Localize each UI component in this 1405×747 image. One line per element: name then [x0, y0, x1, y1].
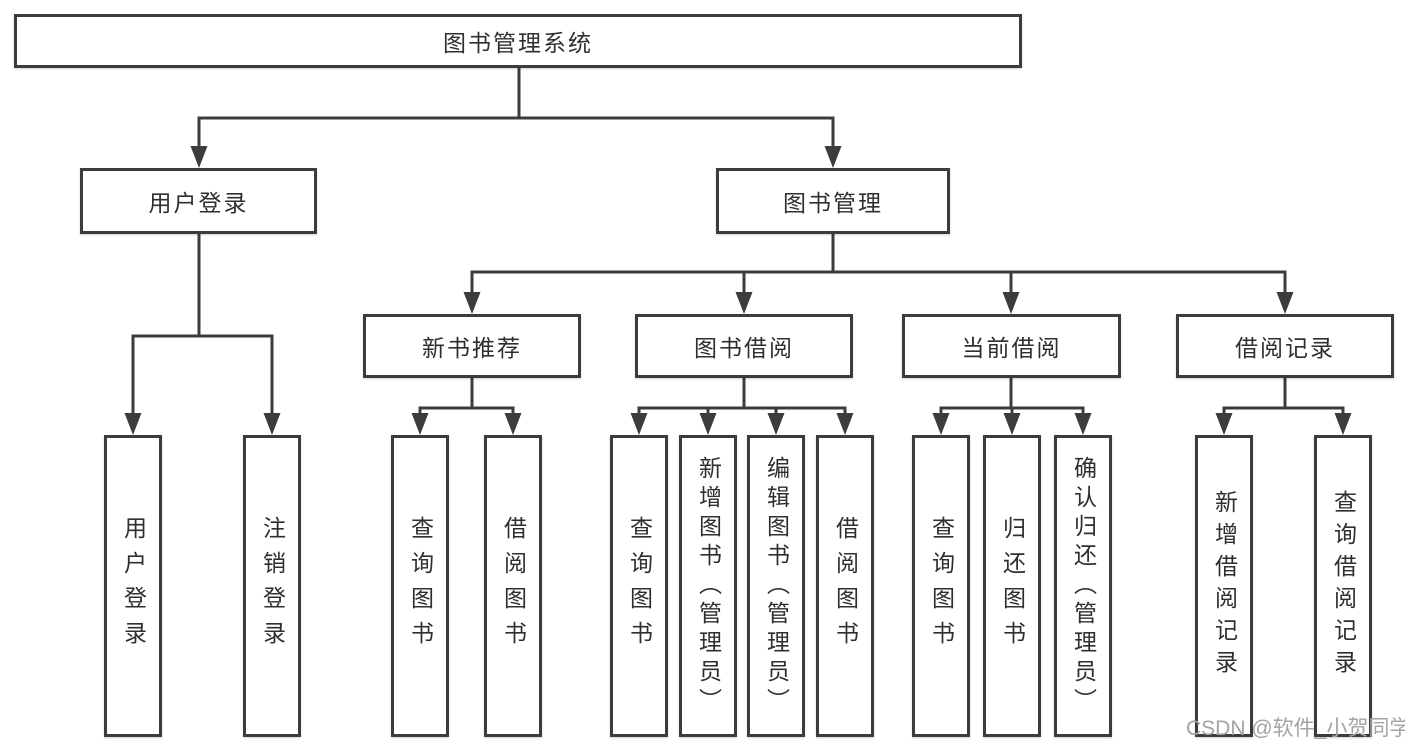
- node-label: 新增借阅记录: [1211, 490, 1238, 682]
- node-label: 注销登录: [259, 516, 286, 656]
- node-leaf-return-books: 归还图书: [983, 435, 1041, 737]
- node-root-library-system: 图书管理系统: [14, 14, 1022, 68]
- node-label: 查询图书: [626, 516, 653, 656]
- node-current-borrow: 当前借阅: [902, 314, 1121, 378]
- node-leaf-borrow-books-2: 借阅图书: [816, 435, 874, 737]
- node-label: 借阅记录: [1235, 335, 1335, 361]
- node-label: 当前借阅: [961, 335, 1062, 361]
- node-leaf-confirm-return-admin: 确认归还（管理员）: [1054, 435, 1112, 737]
- node-label: 用户登录: [120, 516, 147, 656]
- node-leaf-add-books-admin: 新增图书（管理员）: [679, 435, 737, 737]
- node-label: 查询图书: [407, 516, 434, 656]
- node-label: 图书管理系统: [443, 30, 593, 56]
- node-book-borrow: 图书借阅: [635, 314, 853, 378]
- node-leaf-query-borrow-record: 查询借阅记录: [1314, 435, 1372, 737]
- csdn-watermark: CSDN @软件_小贺同学: [1186, 717, 1405, 740]
- node-leaf-logout: 注销登录: [243, 435, 301, 737]
- node-label: 借阅图书: [500, 516, 527, 656]
- node-label: 图书借阅: [694, 335, 794, 361]
- node-leaf-user-login: 用户登录: [104, 435, 162, 737]
- node-leaf-borrow-books-1: 借阅图书: [484, 435, 542, 737]
- node-borrow-records: 借阅记录: [1176, 314, 1394, 378]
- node-leaf-query-books-3: 查询图书: [912, 435, 970, 737]
- node-label: 借阅图书: [832, 516, 859, 656]
- node-label: 编辑图书（管理员）: [763, 455, 790, 717]
- node-new-book-recommend: 新书推荐: [363, 314, 581, 378]
- node-leaf-query-books-1: 查询图书: [391, 435, 449, 737]
- node-leaf-edit-books-admin: 编辑图书（管理员）: [747, 435, 805, 737]
- node-user-login: 用户登录: [80, 168, 317, 234]
- node-label: 图书管理: [783, 190, 883, 216]
- node-label: 新增图书（管理员）: [695, 455, 722, 717]
- node-label: 确认归还（管理员）: [1070, 455, 1097, 717]
- node-leaf-query-books-2: 查询图书: [610, 435, 668, 737]
- node-label: 新书推荐: [422, 335, 522, 361]
- node-leaf-add-borrow-record: 新增借阅记录: [1195, 435, 1253, 737]
- node-label: 查询图书: [928, 516, 955, 656]
- node-label: 归还图书: [999, 516, 1026, 656]
- node-book-management: 图书管理: [716, 168, 950, 234]
- node-label: 查询借阅记录: [1330, 490, 1357, 682]
- node-label: 用户登录: [148, 190, 249, 216]
